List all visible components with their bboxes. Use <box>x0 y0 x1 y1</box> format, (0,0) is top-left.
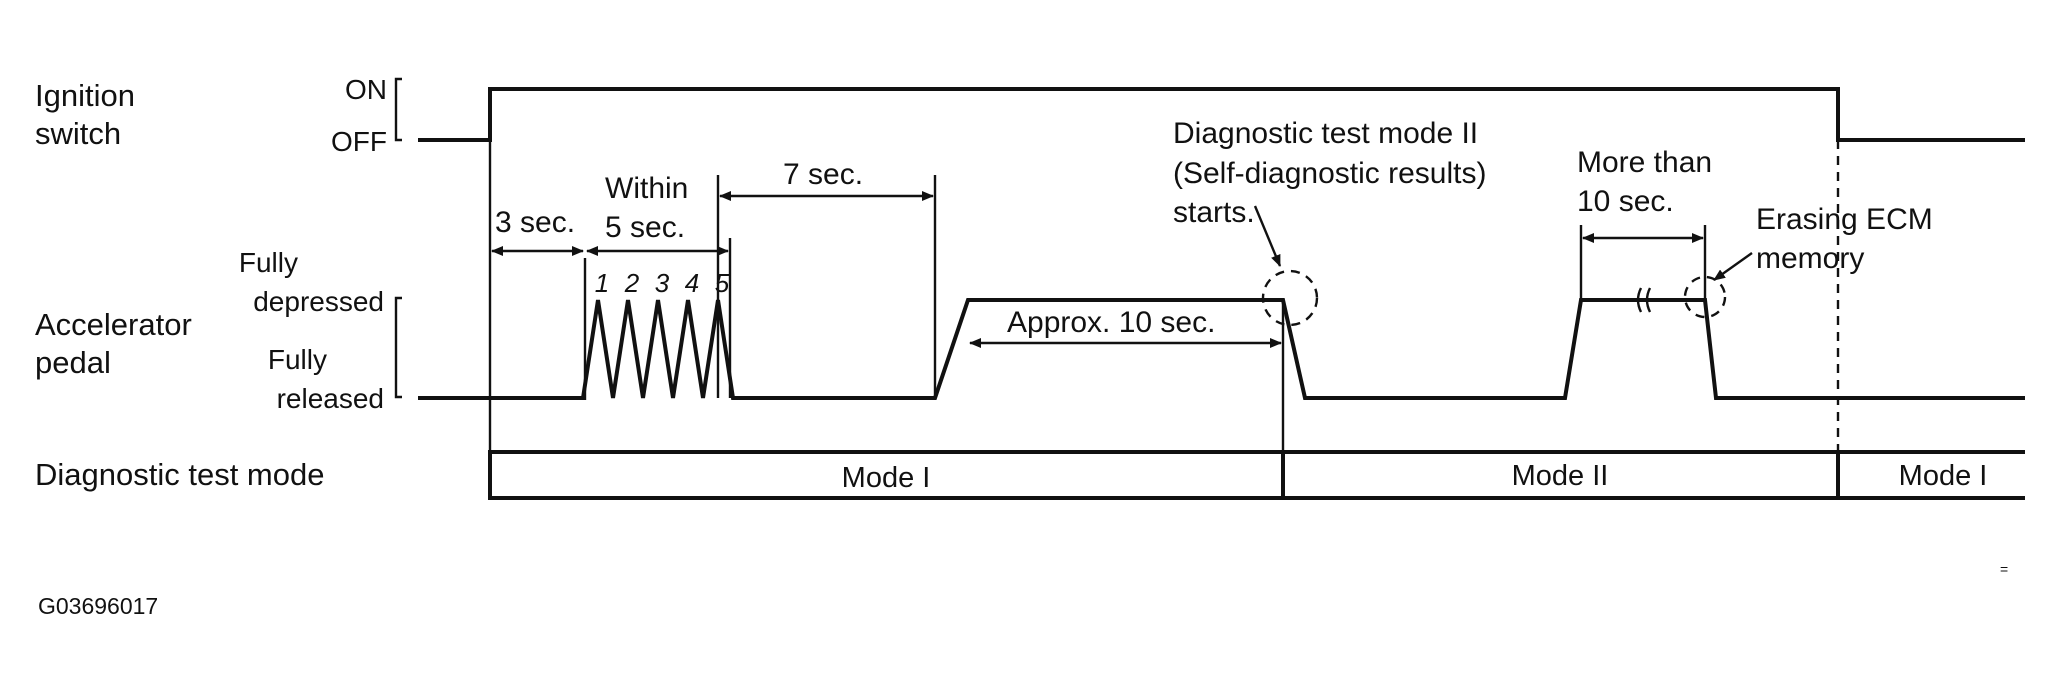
time-break-mark-right <box>1645 287 1652 313</box>
ignition-level-bracket <box>394 77 402 142</box>
approx-10-sec-label: Approx. 10 sec. <box>1007 306 1215 339</box>
mode2-note-line1: Diagnostic test mode II <box>1173 117 1478 150</box>
more-than-label-line1: More than <box>1577 146 1712 179</box>
erase-memory-circle <box>1683 275 1727 319</box>
mode-segment-3: Mode I <box>1899 460 1988 492</box>
fully-depressed-line2: depressed <box>253 286 384 317</box>
corner-mark: = <box>2000 561 2008 577</box>
wait-7-sec-label: 7 sec. <box>783 158 863 191</box>
wait-3-sec-label: 3 sec. <box>495 206 575 239</box>
accelerator-waveform <box>418 298 2025 400</box>
erase-note-line2: memory <box>1756 242 1864 275</box>
ignition-on-level: ON <box>345 74 387 105</box>
mode-segment-2: Mode II <box>1512 460 1609 492</box>
fully-depressed-line1: Fully <box>239 247 298 278</box>
more-than-label-line2: 10 sec. <box>1577 185 1674 218</box>
diagnostic-mode-label: Diagnostic test mode <box>35 457 324 492</box>
time-break-mark-left <box>1636 287 1643 313</box>
mode2-note-line3: starts. <box>1173 196 1255 229</box>
ignition-waveform <box>418 87 2025 142</box>
fully-released-line2: released <box>277 383 384 414</box>
press-count-4: 4 <box>685 268 699 298</box>
within-label-line2: 5 sec. <box>605 211 685 244</box>
press-count-1: 1 <box>595 268 609 298</box>
mode2-note-line2: (Self-diagnostic results) <box>1173 157 1486 190</box>
mode2-start-circle <box>1261 269 1319 327</box>
leader-erase-memory <box>1713 252 1753 281</box>
ignition-off-level: OFF <box>331 126 387 157</box>
ignition-label-line1: Ignition <box>35 78 135 113</box>
leader-mode2-start <box>1253 205 1282 267</box>
press-count-2: 2 <box>624 268 640 298</box>
accelerator-label-line1: Accelerator <box>35 307 192 342</box>
ignition-label-line2: switch <box>35 116 121 151</box>
fully-released-line1: Fully <box>268 344 327 375</box>
mode-segment-1: Mode I <box>842 462 931 494</box>
mode-band-outline <box>488 450 2025 500</box>
figure-id: G03696017 <box>38 593 158 619</box>
press-count-3: 3 <box>655 268 670 298</box>
accelerator-label-line2: pedal <box>35 345 111 380</box>
press-count-5: 5 <box>715 268 730 298</box>
accelerator-level-bracket <box>394 296 402 399</box>
within-label-line1: Within <box>605 172 688 205</box>
erase-note-line1: Erasing ECM <box>1756 203 1933 236</box>
